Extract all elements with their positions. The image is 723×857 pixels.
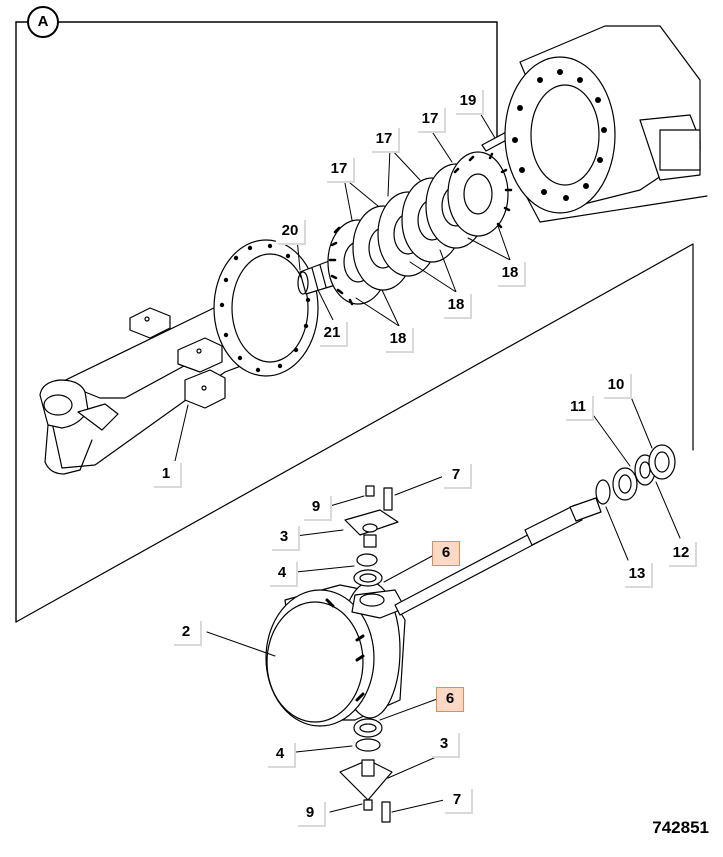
callout-18-b[interactable]: 18: [442, 292, 470, 317]
callout-19[interactable]: 19: [454, 88, 482, 113]
top-kingpin-stack: [344, 485, 399, 587]
callout-13[interactable]: 13: [623, 561, 651, 586]
brake-disc-pack: [327, 151, 509, 305]
callout-12[interactable]: 12: [667, 540, 695, 565]
callout-21[interactable]: 21: [318, 320, 346, 345]
hub-assembly: [265, 581, 406, 727]
callout-3-bottom[interactable]: 3: [430, 731, 458, 756]
drive-shaft: [394, 444, 676, 616]
disc-teeth: [328, 152, 513, 306]
callout-9-top[interactable]: 9: [302, 494, 330, 519]
detail-frame-diagonal: [15, 243, 694, 623]
section-marker: A: [27, 6, 59, 38]
callout-17-c[interactable]: 17: [416, 106, 444, 131]
callout-4-top[interactable]: 4: [268, 560, 296, 585]
callout-7-top[interactable]: 7: [442, 462, 470, 487]
callout-17-a[interactable]: 17: [325, 156, 353, 181]
callout-2[interactable]: 2: [172, 619, 200, 644]
differential-housing: [504, 25, 701, 214]
leader-lines: [174, 107, 681, 813]
callout-6-bottom[interactable]: 6: [436, 687, 464, 712]
callout-20[interactable]: 20: [276, 218, 304, 243]
callout-3-top[interactable]: 3: [270, 524, 298, 549]
callout-18-c[interactable]: 18: [496, 260, 524, 285]
callout-7-bottom[interactable]: 7: [443, 787, 471, 812]
detail-frame: [42, 21, 498, 141]
bottom-kingpin-stack: [339, 718, 393, 823]
callout-11[interactable]: 11: [564, 394, 592, 419]
callout-1[interactable]: 1: [152, 461, 180, 486]
callout-10[interactable]: 10: [602, 372, 630, 397]
callout-4-bottom[interactable]: 4: [266, 741, 294, 766]
callout-18-a[interactable]: 18: [384, 326, 412, 351]
callout-6-top[interactable]: 6: [432, 541, 460, 566]
callout-9-bottom[interactable]: 9: [296, 800, 324, 825]
drawing-reference-number: 742851: [652, 818, 709, 837]
callout-17-b[interactable]: 17: [370, 126, 398, 151]
hub-flange: [213, 239, 319, 377]
